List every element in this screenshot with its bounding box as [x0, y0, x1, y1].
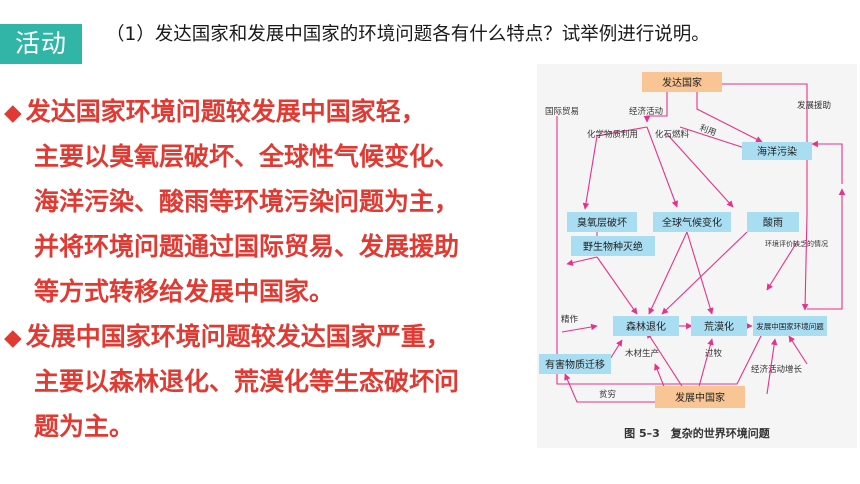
node-ozone: 臭氧层破坏	[577, 216, 627, 229]
diagram-svg: 发达国家 海洋污染 臭氧层破坏 全球气候变化 酸雨 野生物种灭绝 森林退化 荒漠…	[539, 72, 846, 408]
node-ozone-box	[567, 212, 637, 232]
node-desert-box	[691, 316, 747, 336]
node-desert: 荒漠化	[704, 320, 734, 333]
answer-line-1: ◆发达国家环境问题较发展中国家轻，	[4, 97, 426, 126]
arrow-assess-to-devenv	[766, 241, 798, 291]
arrow-poverty-to-harmful	[564, 373, 657, 403]
label-timber: 木材生产	[625, 348, 659, 359]
answer-block: ◆发达国家环境问题较发展中国家轻， 主要以臭氧层破坏、全球性气候变化、 海洋污染…	[4, 89, 524, 449]
bullet-diamond-icon: ◆	[4, 100, 22, 126]
label-chem: 化学物质利用	[587, 129, 638, 140]
activity-tag: 活动	[0, 24, 82, 64]
arrow-growth-to-devenv	[766, 338, 778, 395]
label-use: 利用	[698, 122, 718, 138]
label-graze: 过牧	[705, 348, 723, 359]
arrow-developed-to-economic	[643, 92, 668, 123]
node-acid-box	[747, 212, 799, 232]
arrow-chem-to-ozone	[582, 126, 648, 210]
arrow-to-ocean-right	[811, 140, 843, 184]
arrow-developed-to-ocean	[696, 92, 763, 143]
node-developed: 发达国家	[662, 76, 702, 89]
environment-diagram: 发达国家 海洋污染 臭氧层破坏 全球气候变化 酸雨 野生物种灭绝 森林退化 荒漠…	[537, 64, 857, 448]
arrow-devenv-to-ocean	[807, 188, 846, 310]
arrow-climate-to-forest	[648, 231, 688, 315]
node-harmful-box	[539, 354, 611, 374]
diagram-node-text: 发达国家 海洋污染 臭氧层破坏 全球气候变化 酸雨 野生物种灭绝 森林退化 荒漠…	[545, 76, 824, 404]
label-economic: 经济活动	[629, 106, 664, 117]
node-developing: 发展中国家	[675, 391, 725, 404]
answer-line-3: 海洋污染、酸雨等环境污染问题为主，	[34, 187, 460, 216]
bullet-diamond-icon: ◆	[4, 325, 22, 351]
node-climate: 全球气候变化	[662, 216, 722, 229]
arrow-climate-to-desert	[686, 231, 714, 315]
label-fossil: 化石燃料	[655, 129, 690, 140]
arrow-growth-up	[788, 335, 808, 365]
answer-line-5: 等方式转移给发展中国家。	[34, 277, 335, 306]
diagram-nodes	[539, 72, 827, 408]
arrow-developing-to-forest	[646, 331, 688, 395]
arrow-fossil-to-acid	[666, 133, 734, 208]
arrow-farming-to-forest	[561, 323, 598, 333]
node-developed-box	[642, 72, 722, 92]
diagram-edge-labels: 国际贸易 经济活动 利用 发展援助 化学物质利用 化石燃料 环境评价缺乏的情况 …	[545, 100, 831, 400]
node-devenv-box	[753, 316, 827, 336]
arrow-trade-to-devenv	[556, 116, 766, 385]
answer-line-2: 主要以臭氧层破坏、全球性气候变化、	[34, 142, 460, 171]
node-ocean: 海洋污染	[757, 145, 797, 158]
label-growth: 经济活动增长	[751, 364, 803, 375]
label-trade: 国际贸易	[545, 106, 579, 117]
node-forest: 森林退化	[626, 320, 666, 333]
question-text: （1）发达国家和发展中国家的环境问题各有什么特点？试举例进行说明。	[106, 24, 710, 45]
arrow-acid-to-forest	[661, 231, 748, 315]
arrow-chem-to-climate	[646, 126, 679, 208]
node-forest-box	[613, 316, 679, 336]
arrow-extinction-left	[566, 256, 598, 266]
arrow-aid-to-devenv	[722, 83, 809, 311]
label-assess: 环境评价缺乏的情况	[765, 239, 828, 248]
figure-caption: 图 5–3 复杂的世界环境问题	[624, 427, 770, 440]
node-acid: 酸雨	[763, 216, 783, 229]
node-climate-box	[653, 212, 731, 232]
node-developing-box	[655, 386, 745, 408]
label-farming: 精作	[561, 314, 579, 325]
node-extinction-box	[571, 236, 655, 256]
node-extinction: 野生物种灭绝	[583, 240, 643, 253]
arrow-extinction-to-forest	[596, 256, 638, 315]
answer-line-6: ◆发展中国家环境问题较发达国家严重，	[4, 322, 451, 351]
label-aid: 发展援助	[797, 100, 831, 111]
answer-line-4: 并将环境问题通过国际贸易、发展援助	[34, 232, 460, 261]
answer-line-7: 主要以森林退化、荒漠化等生态破坏问	[34, 367, 460, 396]
node-dev-env: 发展中国家环境问题	[756, 321, 824, 331]
arrow-graze-to-desert	[696, 338, 714, 395]
node-harmful: 有害物质迁移	[545, 358, 605, 371]
answer-line-8: 题为主。	[34, 412, 135, 441]
diagram-arrows	[556, 83, 846, 403]
label-poverty: 贫穷	[599, 389, 616, 400]
node-ocean-box	[742, 142, 812, 160]
